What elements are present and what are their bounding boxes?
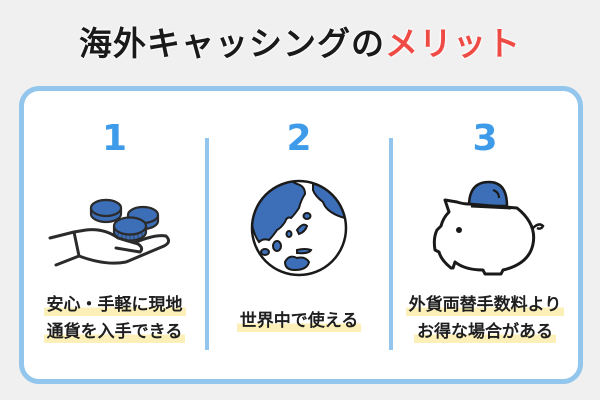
title-main: 海外キャッシングの bbox=[79, 24, 385, 63]
globe-icon bbox=[250, 179, 348, 277]
merit-caption-line: 通貨を入手できる bbox=[43, 321, 186, 343]
merit-caption: 安心・手軽に現地 通貨を入手できる bbox=[24, 292, 205, 346]
piggy-bank-icon bbox=[432, 180, 545, 276]
merit-caption-line: 世界中で使える bbox=[236, 310, 362, 332]
merit-caption-line: お得な場合がある bbox=[414, 321, 556, 343]
column-divider bbox=[389, 138, 393, 350]
merit-item-1: 1 安心・手軽に現地 通貨を入手できる bbox=[24, 86, 205, 386]
merit-number: 1 bbox=[101, 118, 128, 159]
merit-caption-line: 外貨両替手数料より bbox=[405, 294, 565, 316]
merit-item-2: 2 世界中で使える bbox=[209, 86, 389, 386]
hand-with-coins-icon bbox=[48, 198, 171, 267]
merit-number: 3 bbox=[472, 118, 498, 159]
page-title: 海外キャッシングのメリット bbox=[0, 22, 600, 66]
merit-caption: 外貨両替手数料より お得な場合がある bbox=[393, 292, 577, 346]
title-accent: メリット bbox=[385, 24, 521, 63]
merit-caption: 世界中で使える bbox=[209, 308, 389, 335]
merit-caption-line: 安心・手軽に現地 bbox=[43, 294, 186, 316]
merit-number: 2 bbox=[286, 118, 312, 159]
column-divider bbox=[205, 138, 209, 350]
merit-item-3: 3 外貨両替手数料より お得な場合がある bbox=[393, 86, 577, 386]
